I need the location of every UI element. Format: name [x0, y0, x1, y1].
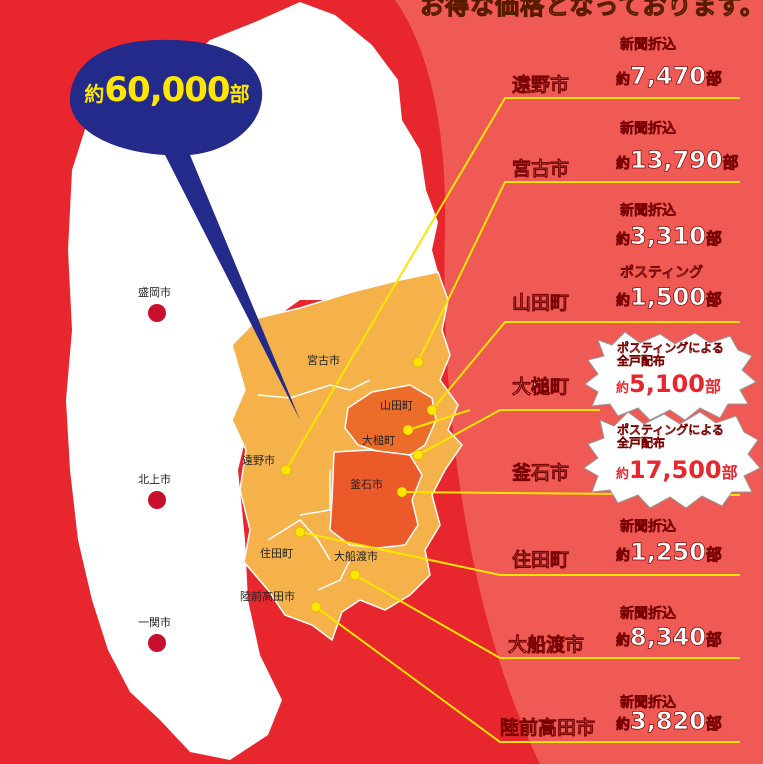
entry-name: 宮古市: [512, 158, 570, 181]
burst-method: 全戸配布: [617, 354, 666, 368]
entry-count: 約8,340部: [616, 623, 723, 652]
area-label-yamada: 山田町: [380, 399, 413, 412]
entry-method: ポスティング: [620, 265, 704, 282]
area-label-kamaishi: 釜石市: [350, 478, 383, 491]
entry-method: 新聞折込: [620, 606, 677, 623]
total-bubble: [69, 39, 300, 420]
entry-method: 新聞折込: [620, 519, 677, 536]
area-label-sumita: 住田町: [260, 547, 293, 560]
burst-method: 全戸配布: [617, 436, 666, 450]
entry-method: 新聞折込: [620, 203, 677, 220]
leader-lines: [285, 97, 741, 743]
entry-count: 約7,470部: [616, 62, 723, 91]
burst-count: 約17,500部: [616, 456, 738, 484]
burst-otsuchi: [584, 331, 757, 421]
entry-count: 約3,820部: [616, 707, 723, 736]
kamaishi-area: [329, 449, 423, 549]
city-label-kitakami: 北上市: [138, 473, 171, 486]
city-dots: [148, 304, 166, 652]
city-label-ichinoseki: 一関市: [138, 616, 171, 629]
total-count: 約60,000部: [82, 70, 252, 110]
area-label-otsuchi: 大槌町: [362, 434, 395, 447]
otsuchi-yamada-area: [344, 384, 437, 456]
total-suffix: 部: [229, 82, 250, 106]
entry-name: 大船渡市: [508, 634, 585, 657]
entry-count: 約1,500部: [616, 283, 723, 312]
burst-count: 約5,100部: [616, 370, 721, 398]
entry-name: 陸前高田市: [500, 717, 596, 740]
entry-count: 約3,310部: [616, 222, 723, 251]
burst-kamaishi: [583, 411, 761, 509]
entry-count: 約13,790部: [616, 146, 739, 175]
burst-method: ポスティングによる: [617, 341, 724, 355]
entry-name: 大槌町: [512, 376, 570, 399]
entry-name: 遠野市: [512, 74, 570, 97]
entry-name: 釜石市: [512, 462, 570, 485]
entry-method: 新聞折込: [620, 695, 677, 712]
entry-name: 山田町: [512, 292, 570, 315]
entry-count: 約1,250部: [616, 538, 723, 567]
total-prefix: 約: [84, 82, 105, 106]
entry-method: 新聞折込: [620, 121, 677, 138]
entry-name: 住田町: [512, 549, 570, 572]
area-label-ofunato: 大船渡市: [334, 550, 378, 563]
area-dots: [280, 356, 438, 613]
city-label-morioka: 盛岡市: [138, 286, 171, 299]
area-label-rikuzen: 陸前高田市: [240, 590, 295, 603]
area-label-tono: 遠野市: [242, 454, 275, 467]
area-label-miyako: 宮古市: [307, 354, 340, 367]
burst-method: ポスティングによる: [617, 423, 724, 437]
entry-method: 新聞折込: [620, 37, 677, 54]
total-number: 60,000: [104, 70, 230, 110]
header-slogan: お得な価格となっております。: [420, 0, 763, 21]
